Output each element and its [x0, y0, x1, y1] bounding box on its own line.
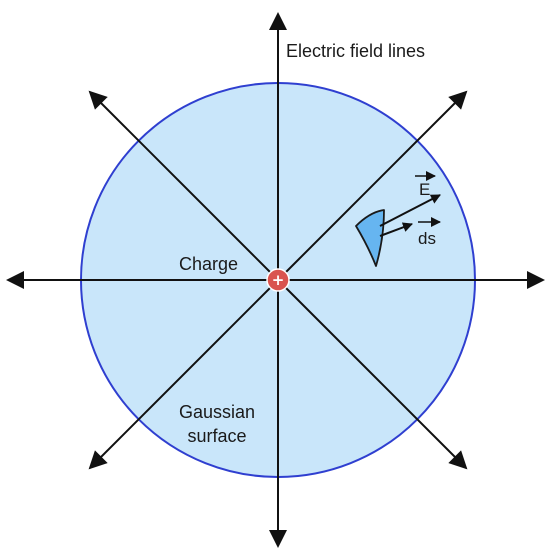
field-line-down-right [277, 279, 468, 470]
ds-vector-label: ds [418, 229, 436, 248]
field-line-down-left [88, 279, 279, 470]
gaussian-surface-label-line2: surface [187, 426, 246, 446]
point-charge [266, 268, 290, 292]
ds-vector-arrow [379, 222, 413, 237]
field-lines-label: Electric field lines [286, 41, 425, 61]
field-line-up-right [277, 90, 468, 281]
e-vector-arrow [379, 194, 441, 227]
e-vector-label: E [419, 180, 430, 199]
charge-sign: + [272, 271, 285, 289]
surface-element-patch [355, 209, 385, 267]
charge-label: Charge [179, 254, 238, 274]
gaussian-surface-label-line1: Gaussian [179, 402, 255, 422]
field-line-up-left [88, 90, 279, 281]
field-lines [6, 12, 545, 548]
